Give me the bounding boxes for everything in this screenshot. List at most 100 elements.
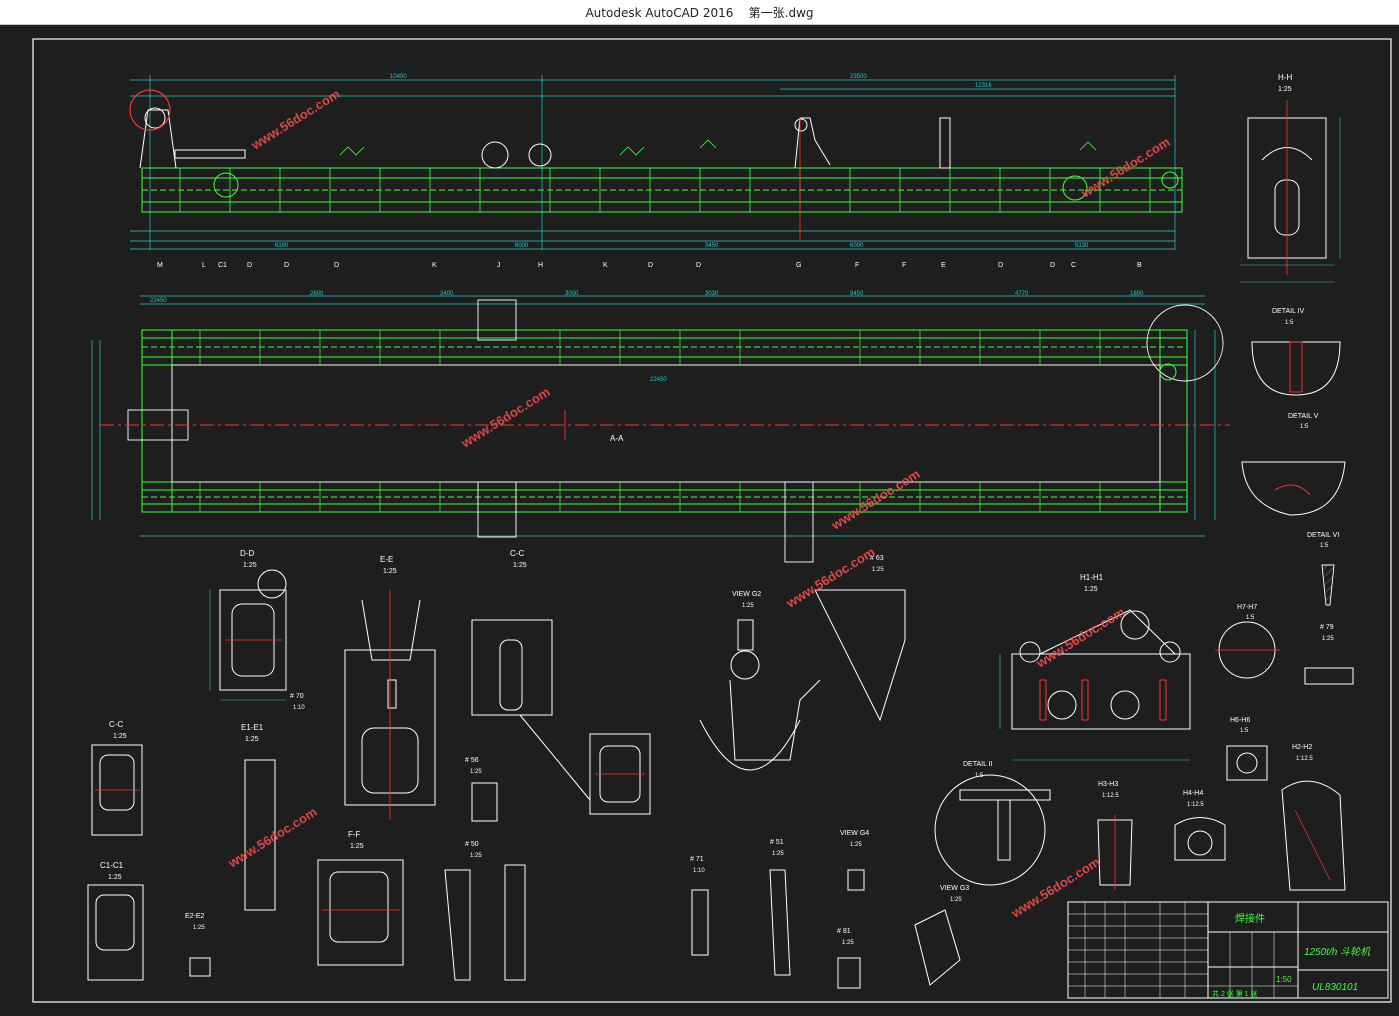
svg-text:1:10: 1:10 bbox=[693, 868, 705, 874]
marker-j: J bbox=[497, 262, 501, 269]
svg-text:1:25: 1:25 bbox=[470, 853, 482, 859]
svg-text:H4-H4: H4-H4 bbox=[1183, 790, 1203, 797]
dim-bottom-c: 6000 bbox=[850, 243, 864, 249]
title-block: 焊接件 1250t/h 斗轮机 1:50 UL830101 共 2 张 第 1 … bbox=[1067, 901, 1389, 999]
marker-m: M bbox=[157, 262, 163, 269]
plan-dim-a: 22450 bbox=[150, 298, 167, 304]
svg-text:DETAIL V: DETAIL V bbox=[1288, 413, 1319, 420]
view-h2h2: H2-H2 1:12.5 bbox=[1281, 744, 1346, 891]
plan-dim-i: 1800 bbox=[1130, 291, 1144, 297]
view-dd: D-D 1:25 bbox=[209, 549, 287, 701]
view-g2: VIEW G2 1:25 bbox=[699, 591, 821, 771]
svg-text:1:5: 1:5 bbox=[1246, 615, 1255, 621]
svg-text:1:25: 1:25 bbox=[113, 733, 127, 740]
view-h4h4: H4-H4 1:12.5 bbox=[1174, 790, 1226, 861]
part-71: # 71 1:10 bbox=[690, 856, 709, 956]
svg-text:# 50: # 50 bbox=[465, 841, 479, 848]
svg-text:1:12.5: 1:12.5 bbox=[1187, 802, 1204, 808]
svg-text:# 56: # 56 bbox=[465, 757, 479, 764]
dim-mid: 12316 bbox=[975, 83, 992, 89]
svg-text:C1-C1: C1-C1 bbox=[100, 861, 124, 870]
watermark-3: www.56doc.com bbox=[458, 384, 553, 451]
svg-text:D-D: D-D bbox=[240, 549, 254, 558]
view-g4: VIEW G4 1:25 bbox=[840, 830, 869, 891]
view-cc-left: C-C 1:25 bbox=[91, 720, 143, 836]
svg-text:E2-E2: E2-E2 bbox=[185, 913, 205, 920]
svg-text:H7-H7: H7-H7 bbox=[1237, 604, 1257, 611]
view-h1h1: H1-H1 1:25 bbox=[999, 573, 1191, 761]
svg-text:1:25: 1:25 bbox=[108, 874, 122, 881]
svg-text:# 70: # 70 bbox=[290, 693, 304, 700]
svg-text:1:5: 1:5 bbox=[1300, 424, 1309, 430]
view-h3h3: H3-H3 1:12.5 bbox=[1097, 781, 1133, 890]
marker-e: E bbox=[941, 262, 946, 269]
svg-text:VIEW G3: VIEW G3 bbox=[940, 885, 969, 892]
marker-f2: F bbox=[902, 262, 906, 269]
part-50: # 50 1:25 bbox=[444, 841, 526, 981]
svg-text:H1-H1: H1-H1 bbox=[1080, 573, 1104, 582]
svg-text:DETAIL IV: DETAIL IV bbox=[1272, 308, 1305, 315]
svg-text:1:25: 1:25 bbox=[243, 562, 257, 569]
marker-d2: D bbox=[284, 262, 289, 269]
marker-f1: F bbox=[855, 262, 859, 269]
detail-vi: DETAIL VI 1:5 bbox=[1307, 532, 1339, 606]
svg-text:1:5: 1:5 bbox=[1320, 543, 1329, 549]
svg-text:# 79: # 79 bbox=[1320, 624, 1334, 631]
part-79: # 79 1:25 bbox=[1304, 624, 1354, 685]
svg-text:1:25: 1:25 bbox=[245, 736, 259, 743]
svg-text:1:25: 1:25 bbox=[383, 568, 397, 575]
view-ee: E-E 1:25 bbox=[344, 555, 436, 820]
drawing-border bbox=[32, 38, 1392, 1003]
part-70: # 70 1:10 bbox=[290, 693, 305, 711]
svg-text:1:25: 1:25 bbox=[742, 603, 754, 609]
marker-g: G bbox=[796, 262, 801, 269]
watermark-7: www.56doc.com bbox=[225, 804, 320, 871]
svg-text:1:12.5: 1:12.5 bbox=[1102, 793, 1119, 799]
part-81: # 81 1:25 bbox=[837, 928, 861, 989]
svg-text:H2-H2: H2-H2 bbox=[1292, 744, 1312, 751]
view-hh: H-H 1:25 bbox=[1240, 73, 1341, 283]
svg-text:DETAIL II: DETAIL II bbox=[963, 761, 993, 768]
marker-h: H bbox=[538, 262, 543, 269]
plan-dim-f: 4770 bbox=[1015, 291, 1029, 297]
watermark-4: www.56doc.com bbox=[828, 466, 923, 533]
svg-text:F-F: F-F bbox=[348, 830, 361, 839]
svg-text:1:25: 1:25 bbox=[872, 567, 884, 573]
svg-text:E-E: E-E bbox=[380, 555, 393, 564]
dim-bottom-d: 5130 bbox=[1075, 243, 1089, 249]
view-ff: F-F 1:25 bbox=[317, 830, 404, 966]
svg-text:1:25: 1:25 bbox=[842, 940, 854, 946]
svg-text:H6-H6: H6-H6 bbox=[1230, 717, 1250, 724]
marker-k1: K bbox=[432, 262, 437, 269]
svg-text:1:25: 1:25 bbox=[350, 843, 364, 850]
svg-text:VIEW G4: VIEW G4 bbox=[840, 830, 869, 837]
svg-text:E1-E1: E1-E1 bbox=[241, 723, 264, 732]
watermark-6: www.56doc.com bbox=[1033, 604, 1128, 671]
window-title: Autodesk AutoCAD 2016 第一张.dwg bbox=[585, 6, 814, 20]
view-g3: VIEW G3 1:25 bbox=[914, 885, 969, 986]
svg-text:# 63: # 63 bbox=[870, 555, 884, 562]
svg-text:1:25: 1:25 bbox=[193, 925, 205, 931]
top-elevation-view: 10490 23500 12316 6180 6000 6000 5130 34… bbox=[129, 74, 1183, 269]
title-block-drawing-no: UL830101 bbox=[1312, 982, 1358, 993]
svg-text:H3-H3: H3-H3 bbox=[1098, 781, 1118, 788]
svg-text:1:10: 1:10 bbox=[293, 705, 305, 711]
svg-text:# 71: # 71 bbox=[690, 856, 704, 863]
drawing-canvas[interactable]: 10490 23500 12316 6180 6000 6000 5130 34… bbox=[0, 25, 1399, 1016]
svg-text:1:5: 1:5 bbox=[1240, 728, 1249, 734]
part-63: # 63 1:25 bbox=[814, 555, 906, 722]
marker-d1: D bbox=[247, 262, 252, 269]
plan-dim-b: 22450 bbox=[650, 377, 667, 383]
part-56-assembly: # 56 1:25 bbox=[465, 619, 591, 822]
svg-text:1:25: 1:25 bbox=[1322, 636, 1334, 642]
detail-iv: DETAIL IV 1:5 bbox=[1251, 308, 1341, 396]
title-block-name: 焊接件 bbox=[1235, 912, 1265, 925]
plan-dim-g: 2600 bbox=[310, 291, 324, 297]
marker-d5: D bbox=[696, 262, 701, 269]
svg-text:DETAIL VI: DETAIL VI bbox=[1307, 532, 1339, 539]
detail-v: DETAIL V 1:5 bbox=[1241, 413, 1346, 516]
window-titlebar: Autodesk AutoCAD 2016 第一张.dwg bbox=[0, 0, 1399, 25]
view-h6h6: H6-H6 1:5 bbox=[1226, 717, 1268, 781]
dim-bottom-b: 6000 bbox=[515, 243, 529, 249]
dim-overall-right: 23500 bbox=[850, 74, 867, 80]
